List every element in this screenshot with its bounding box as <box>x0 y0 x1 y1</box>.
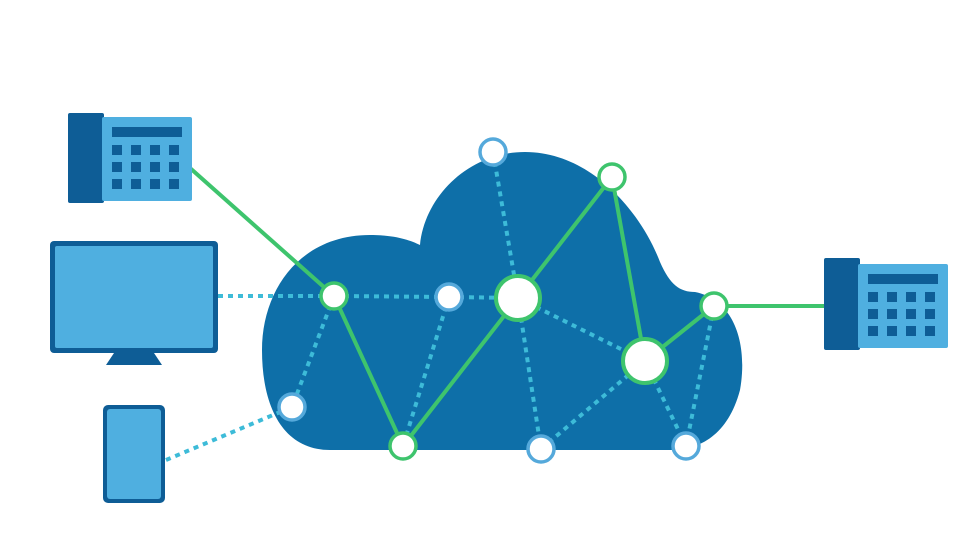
keypad-key <box>112 145 122 155</box>
solid-link-n-bottom-left-n-center <box>401 296 520 448</box>
network-node-right-large <box>621 337 669 385</box>
monitor-screen <box>55 246 213 348</box>
network-node-center <box>494 274 542 322</box>
keypad-key <box>887 326 897 336</box>
desk-phone-handset <box>824 258 860 350</box>
keypad-key <box>887 309 897 319</box>
keypad-key <box>925 326 935 336</box>
keypad-key <box>150 162 160 172</box>
network-nodes <box>277 137 729 464</box>
solid-link-n-center-n-top-right <box>516 175 614 300</box>
solid-link-desk-phone-left-n-left <box>188 166 336 298</box>
keypad-key <box>131 179 141 189</box>
desk-phone-display <box>868 274 938 284</box>
keypad-key <box>150 145 160 155</box>
network-node-left-low <box>277 392 307 422</box>
desk-phone-keypad <box>868 292 935 336</box>
keypad-key <box>169 179 179 189</box>
network-node-left <box>319 281 349 311</box>
keypad-key <box>925 292 935 302</box>
dotted-link-n-right-edge-n-bottom-right <box>684 305 716 447</box>
solid-link-n-top-right-n-right-large <box>610 176 647 362</box>
desk-phone-left <box>68 113 192 203</box>
keypad-key <box>887 292 897 302</box>
network-node-right-edge <box>699 291 729 321</box>
keypad-key <box>112 162 122 172</box>
desk-phone-handset <box>68 113 104 203</box>
network-node-top-right <box>597 162 627 192</box>
keypad-key <box>169 162 179 172</box>
smartphone <box>103 405 165 503</box>
network-node-top <box>478 137 508 167</box>
keypad-key <box>131 145 141 155</box>
dotted-link-smartphone-n-left-low <box>165 405 293 462</box>
network-node-bottom-right <box>671 431 701 461</box>
keypad-key <box>868 292 878 302</box>
dotted-link-n-top-n-center <box>491 151 520 299</box>
desk-phone-keypad <box>112 145 179 189</box>
keypad-key <box>906 292 916 302</box>
solid-link-n-left-n-bottom-left <box>332 295 405 447</box>
monitor-stand <box>106 353 162 365</box>
keypad-key <box>868 309 878 319</box>
keypad-key <box>169 145 179 155</box>
network-links <box>165 151 826 462</box>
smartphone-screen <box>107 409 161 499</box>
network-node-bottom-mid <box>526 434 556 464</box>
keypad-key <box>868 326 878 336</box>
desk-phone-display <box>112 127 182 137</box>
keypad-key <box>906 309 916 319</box>
keypad-key <box>925 309 935 319</box>
keypad-key <box>112 179 122 189</box>
desk-phone-right <box>824 258 948 350</box>
keypad-key <box>131 162 141 172</box>
keypad-key <box>906 326 916 336</box>
keypad-key <box>150 179 160 189</box>
monitor <box>50 241 218 365</box>
network-node-bottom-left <box>388 431 418 461</box>
network-node-mid-small <box>434 282 464 312</box>
